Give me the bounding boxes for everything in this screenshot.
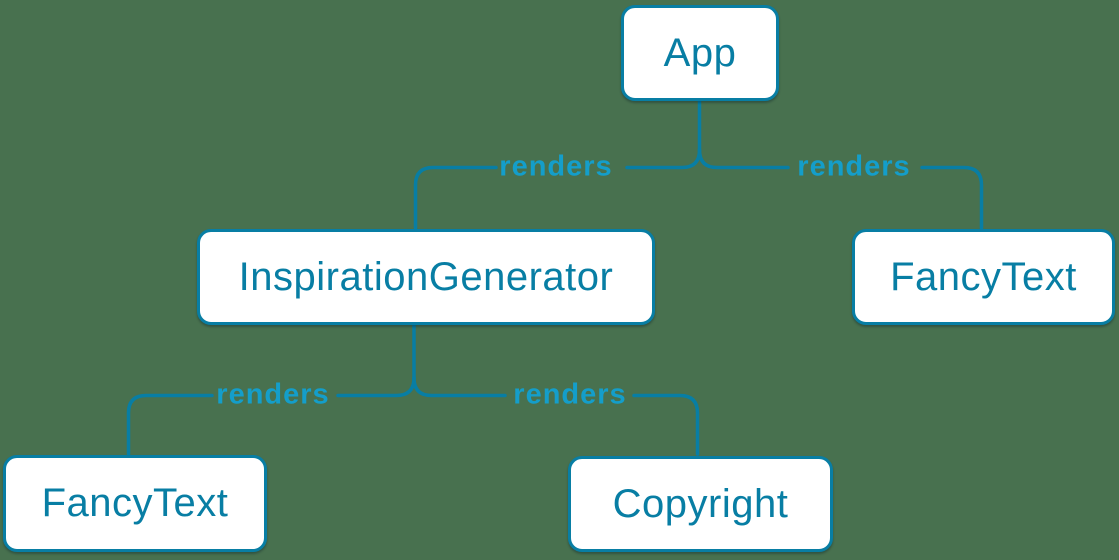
node-copyright: Copyright: [568, 456, 833, 552]
edge-inspiration-to-copyright-fork: [412, 376, 507, 398]
node-app: App: [621, 5, 779, 101]
node-inspiration-generator: InspirationGenerator: [197, 229, 655, 325]
node-app-label: App: [663, 30, 737, 75]
edge-app-to-inspiration-tail: [413, 165, 498, 230]
edge-label-renders-inspiration-fancytext: renders: [216, 378, 330, 411]
node-copyright-label: Copyright: [612, 481, 789, 526]
edge-label-renders-inspiration-copyright: renders: [513, 378, 627, 411]
node-fancy-text-top: FancyText: [852, 229, 1115, 325]
node-fancy-text-top-label: FancyText: [890, 254, 1077, 299]
edge-app-to-fancytext-tail: [920, 165, 984, 230]
edge-inspiration-to-fancytext-fork: [336, 376, 416, 398]
edge-app-to-inspiration-fork: [625, 148, 702, 170]
node-fancy-text-bottom-label: FancyText: [41, 481, 229, 525]
edge-label-renders-app-inspiration: renders: [499, 150, 613, 183]
node-fancy-text-bottom: FancyText: [3, 455, 267, 552]
edge-inspiration-to-copyright-tail: [632, 393, 700, 456]
edge-inspiration-to-fancytext-tail: [126, 393, 214, 456]
edge-label-renders-app-fancytext: renders: [797, 150, 911, 183]
node-inspiration-generator-label: InspirationGenerator: [238, 254, 614, 299]
edge-app-to-fancytext-fork: [697, 148, 790, 170]
